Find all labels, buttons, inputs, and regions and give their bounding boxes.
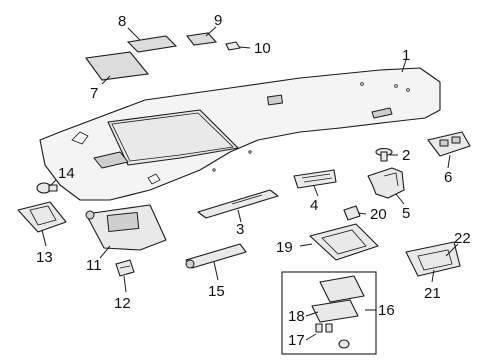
callout-7: 7 [90, 85, 98, 102]
callout-22: 22 [454, 230, 471, 247]
part-17-bulbs [315, 323, 350, 349]
callout-9: 9 [214, 12, 222, 29]
inset-box-16 [281, 271, 377, 355]
callout-labels: 1 2 3 4 5 6 7 8 9 10 11 12 13 14 15 16 1… [36, 12, 471, 349]
callout-12: 12 [114, 295, 131, 312]
part-5-bracket [367, 167, 405, 199]
part-18-lens [311, 275, 365, 323]
part-19-console [309, 223, 379, 261]
part-9-pad [185, 32, 218, 46]
part-1-headliner [39, 67, 441, 201]
part-10-clip [225, 41, 241, 51]
callout-3: 3 [236, 221, 244, 238]
callout-11: 11 [86, 257, 102, 274]
callout-5: 5 [402, 205, 410, 222]
callout-1: 1 [402, 47, 410, 64]
part-14-bulb [36, 182, 58, 194]
callout-2: 2 [402, 147, 410, 164]
part-7-pad [85, 51, 150, 81]
callout-20: 20 [370, 206, 387, 223]
callout-18: 18 [288, 308, 305, 325]
part-21-lamp [405, 241, 461, 277]
callout-4: 4 [310, 197, 318, 214]
part-8-pad [126, 35, 178, 53]
part-13-lamp [17, 201, 67, 233]
part-4-vent [293, 169, 337, 189]
part-12-holder [115, 259, 135, 277]
callout-6: 6 [444, 169, 452, 186]
part-20-clip [343, 205, 361, 221]
callout-16: 16 [378, 302, 395, 319]
part-3-trim [197, 189, 279, 219]
callout-21: 21 [424, 285, 441, 302]
callout-15: 15 [208, 283, 225, 300]
callout-14: 14 [58, 165, 75, 182]
callout-19: 19 [276, 239, 293, 256]
callout-10: 10 [254, 40, 271, 57]
part-15-grip [185, 243, 247, 269]
part-11-sunvisor [85, 204, 167, 251]
callout-13: 13 [36, 249, 53, 266]
callout-17: 17 [288, 332, 305, 349]
callout-8: 8 [118, 13, 126, 30]
leader-lines [41, 26, 459, 341]
part-2-clip [375, 147, 393, 162]
part-6-bracket [427, 131, 471, 157]
